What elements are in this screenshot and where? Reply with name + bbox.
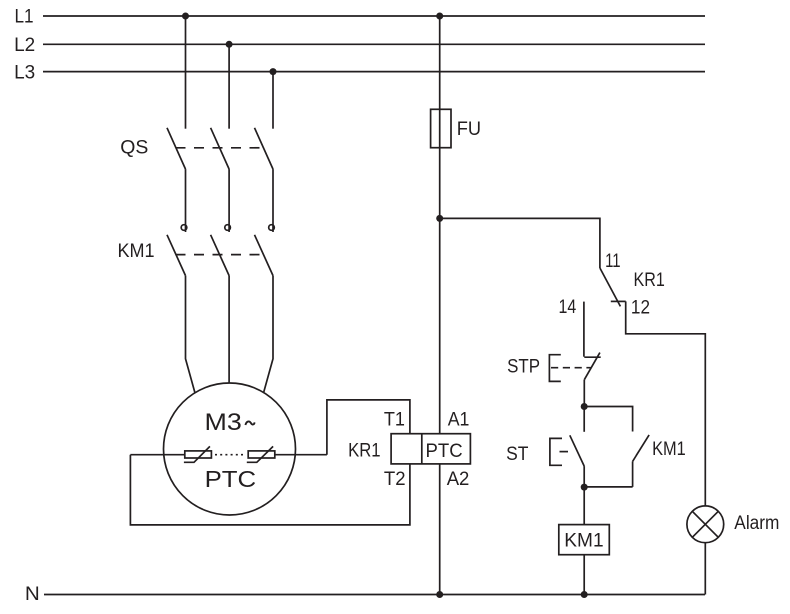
svg-text:L1: L1 xyxy=(15,6,34,27)
svg-text:Alarm: Alarm xyxy=(734,513,779,534)
svg-text:11: 11 xyxy=(605,251,621,272)
svg-text:KR1: KR1 xyxy=(634,270,665,291)
svg-text:T1: T1 xyxy=(384,409,405,430)
svg-text:KM1: KM1 xyxy=(652,439,686,460)
svg-text:KM1: KM1 xyxy=(564,530,603,551)
svg-text:12: 12 xyxy=(631,298,650,319)
svg-text:M3: M3 xyxy=(205,409,242,436)
svg-text:L3: L3 xyxy=(14,62,35,83)
svg-text:PTC: PTC xyxy=(205,466,257,492)
svg-text:T2: T2 xyxy=(384,469,406,490)
svg-text:QS: QS xyxy=(120,137,148,158)
svg-text:14: 14 xyxy=(559,297,577,318)
svg-text:L2: L2 xyxy=(14,35,35,56)
svg-text:A2: A2 xyxy=(447,469,470,490)
svg-text:STP: STP xyxy=(507,356,540,377)
svg-text:ST: ST xyxy=(506,444,529,465)
svg-text:FU: FU xyxy=(457,119,481,140)
svg-text:KM1: KM1 xyxy=(118,241,155,262)
svg-text:A1: A1 xyxy=(448,409,470,430)
svg-text:KR1: KR1 xyxy=(348,440,381,461)
svg-text:PTC: PTC xyxy=(426,441,463,462)
svg-text:N: N xyxy=(25,584,40,605)
